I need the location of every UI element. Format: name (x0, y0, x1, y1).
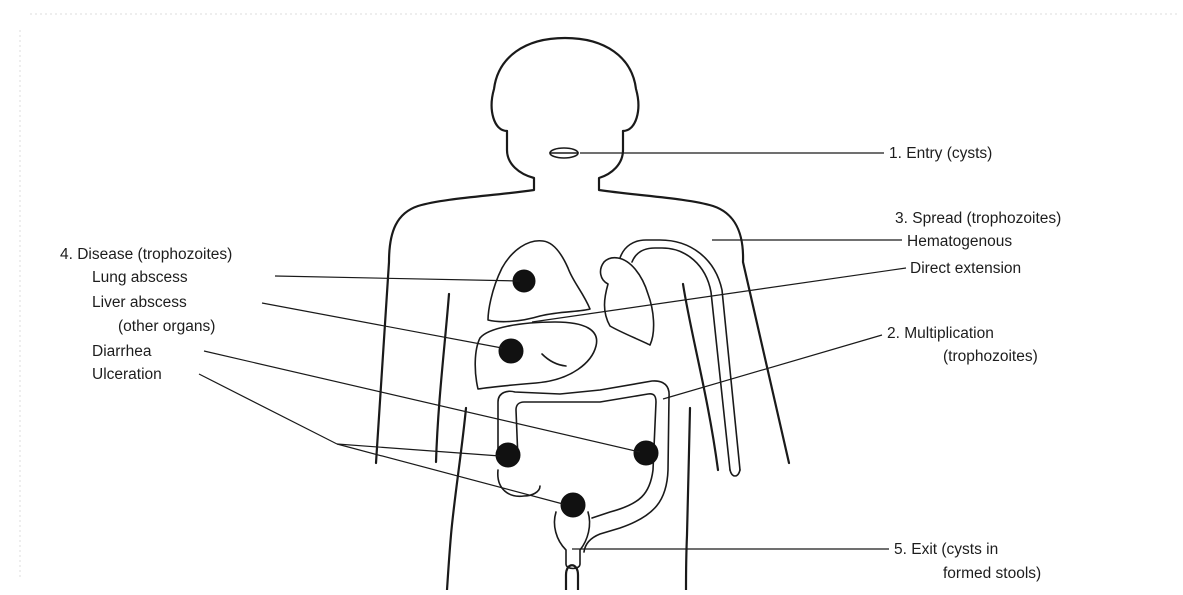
label-hematogenous: Hematogenous (907, 233, 1012, 250)
label-multiplication-line1: 2. Multiplication (887, 325, 994, 342)
heart-outline (601, 258, 654, 345)
leader-liver-abscess (262, 303, 502, 348)
label-ulceration: Ulceration (92, 366, 162, 383)
label-direct-extension: Direct extension (910, 260, 1021, 277)
leader-ulceration-a (199, 374, 337, 444)
label-other-organs: (other organs) (118, 318, 215, 335)
label-entry: 1. Entry (cysts) (889, 145, 992, 162)
aortic-arch (620, 240, 740, 470)
label-disease: 4. Disease (trophozoites) (60, 246, 232, 263)
head-outline (492, 38, 639, 131)
label-liver-abscess: Liver abscess (92, 294, 187, 311)
leader-lines (199, 153, 906, 549)
label-exit-line1: 5. Exit (cysts in (894, 541, 998, 558)
left-torso-line (447, 408, 466, 590)
liver-gallbladder (542, 354, 566, 366)
leader-direct-extension (532, 268, 906, 322)
right-torso-line (686, 408, 690, 590)
label-multiplication-line2: (trophozoites) (943, 348, 1038, 365)
lesion-sigmoid (634, 441, 658, 465)
label-exit-line2: formed stools) (943, 565, 1041, 582)
lesion-cecum (496, 443, 520, 467)
lesion-liver (499, 339, 523, 363)
aorta-inner (632, 248, 730, 470)
scan-border (20, 14, 1178, 580)
left-inner-arm (436, 294, 449, 462)
label-diarrhea: Diarrhea (92, 343, 152, 360)
colon-outline (498, 381, 669, 552)
leader-ulceration-c (337, 444, 563, 504)
lesion-rectum (561, 493, 585, 517)
liver-outline (475, 322, 596, 389)
rectum-outline (554, 512, 589, 569)
label-spread: 3. Spread (trophozoites) (895, 210, 1061, 227)
aorta-base (730, 470, 740, 476)
leader-lung-abscess (275, 276, 520, 281)
label-lung-abscess: Lung abscess (92, 269, 188, 286)
